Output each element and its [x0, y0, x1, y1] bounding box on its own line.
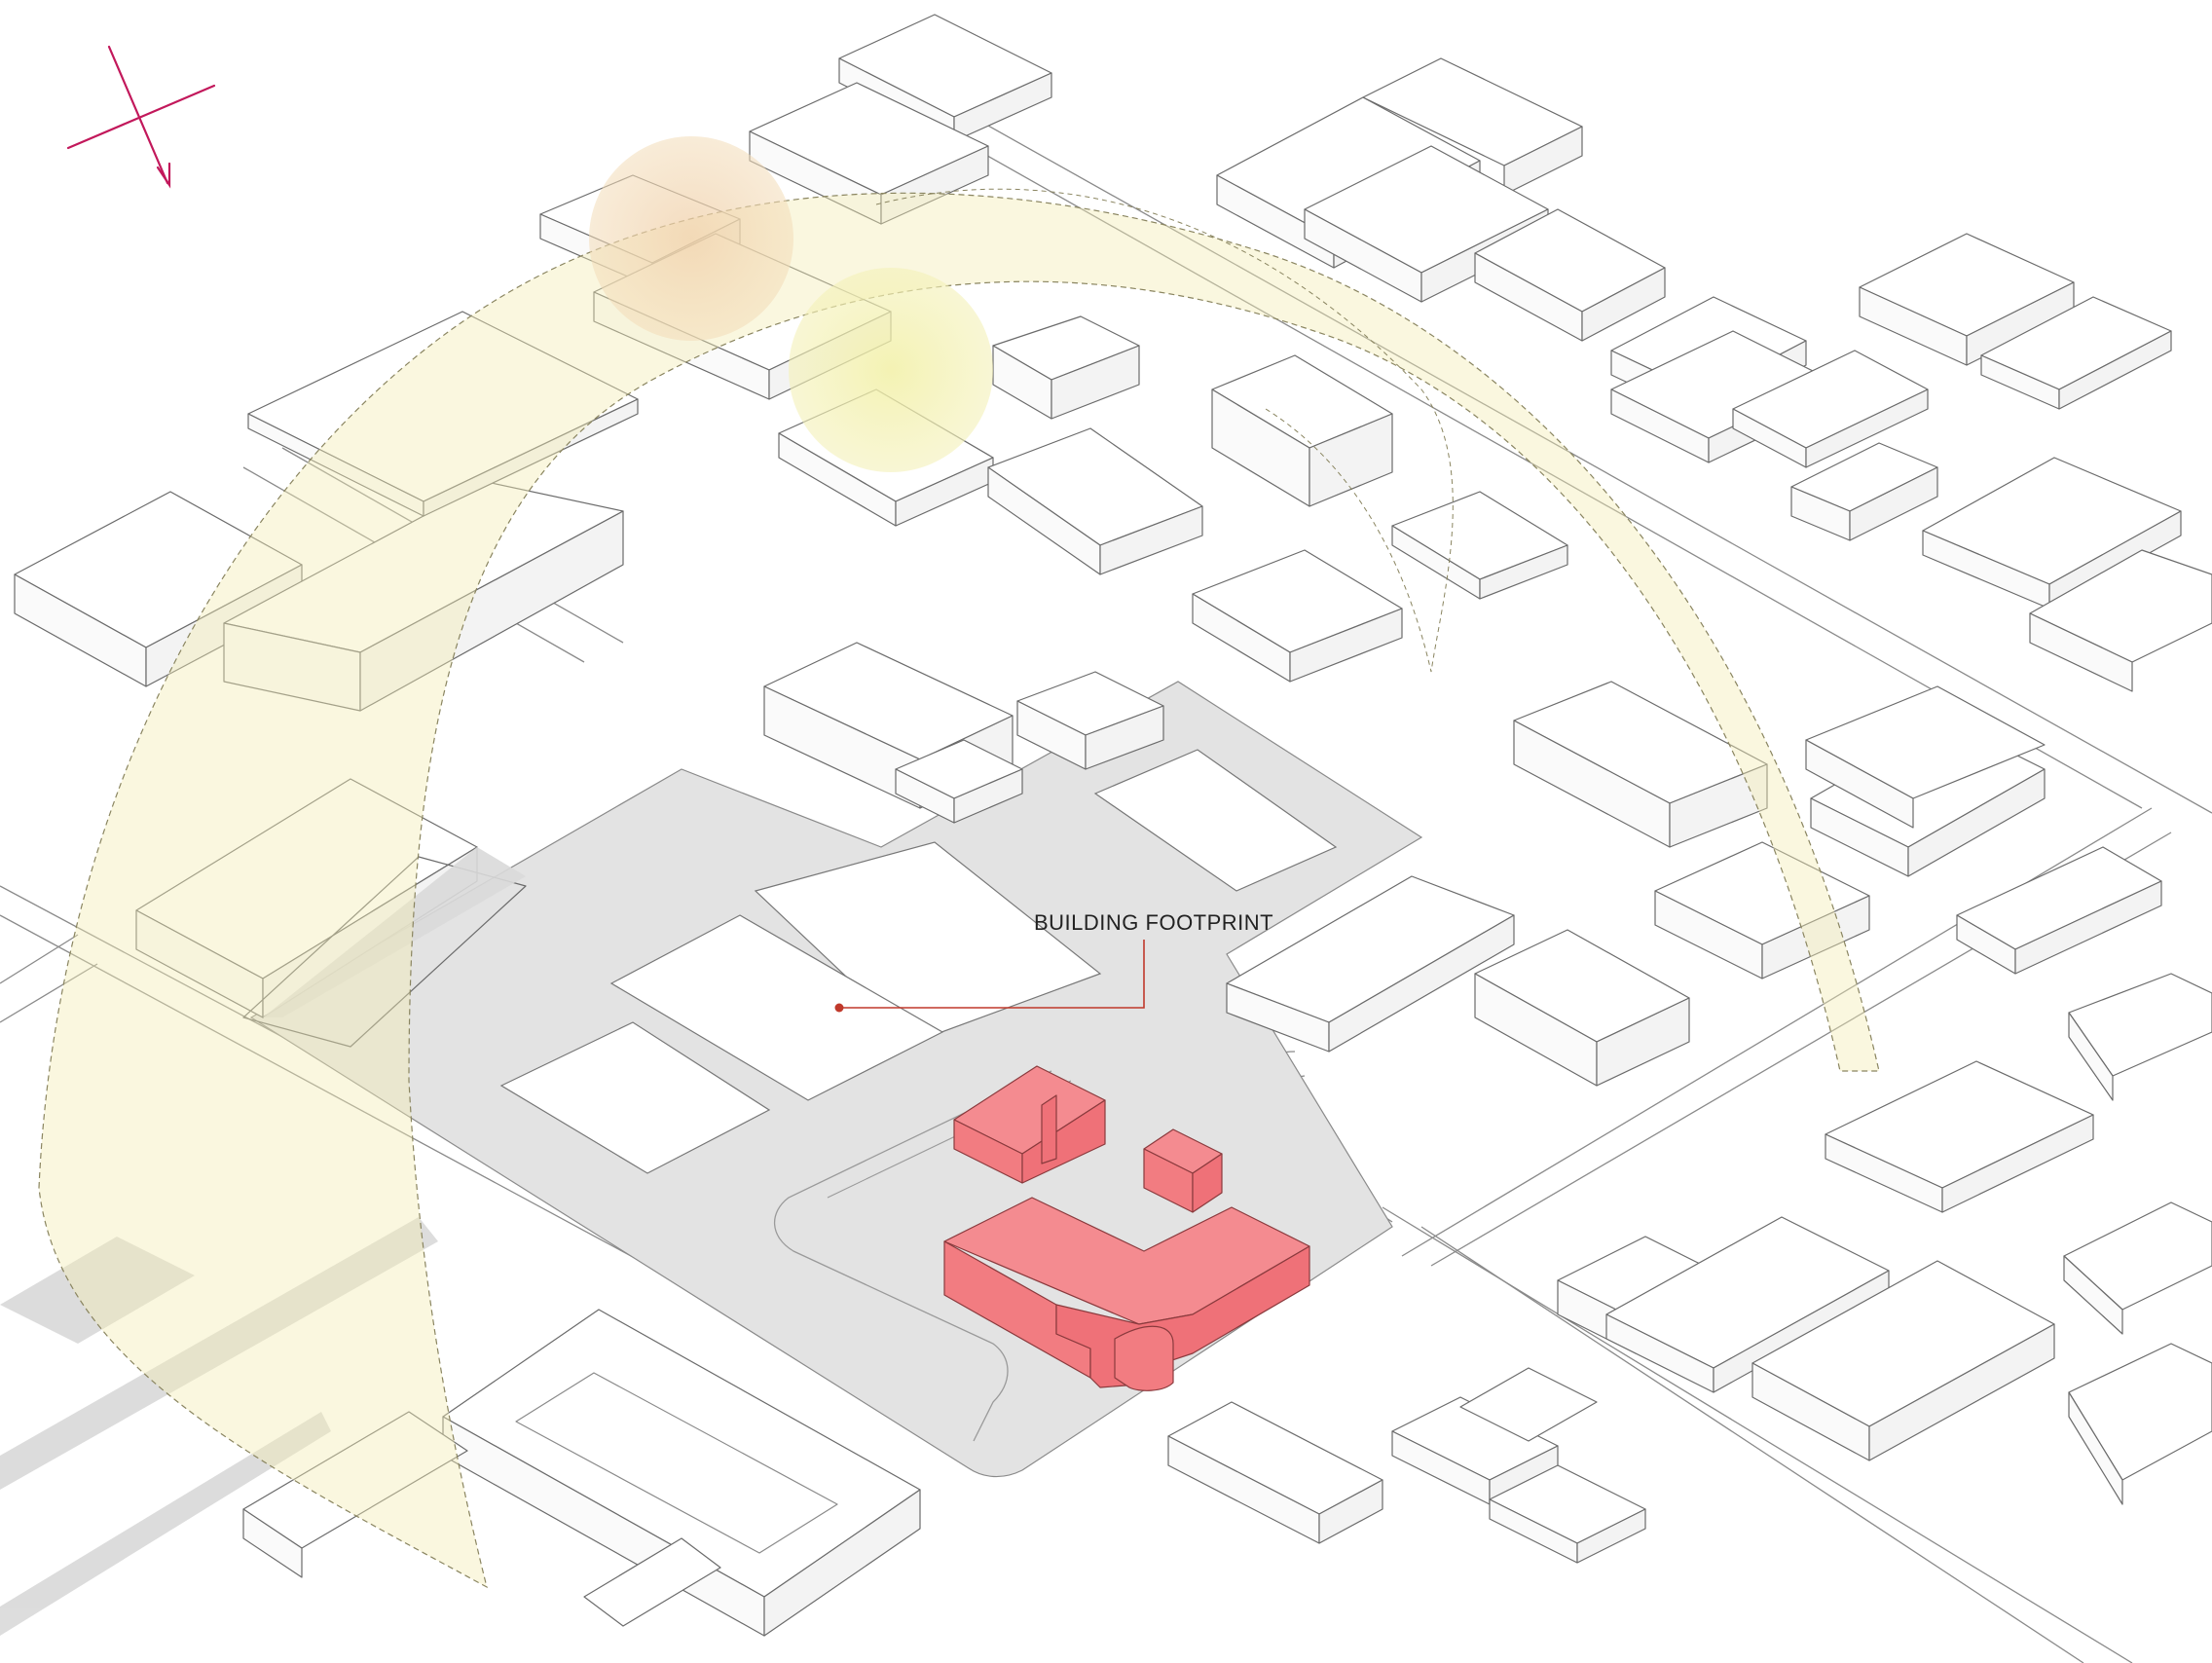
context-building [987, 427, 1203, 575]
context-building [583, 1537, 721, 1627]
context-building [1732, 350, 1929, 468]
context-building [1805, 685, 2046, 829]
context-building [1226, 875, 1515, 1053]
callout-label: BUILDING FOOTPRINT [1034, 910, 1273, 935]
context-building [2063, 1201, 2212, 1335]
context-building [2068, 973, 2212, 1101]
sun-position-icon [789, 268, 993, 472]
context-building [992, 315, 1140, 420]
sun-position-icon [589, 136, 793, 341]
context-building [2068, 1343, 2212, 1505]
callout-dot [834, 1003, 844, 1013]
context-building [1391, 491, 1568, 600]
footprint-callout: BUILDING FOOTPRINT [834, 910, 1273, 1013]
context-building [223, 481, 624, 712]
context-building [242, 856, 527, 1048]
footprint-block-3 [943, 1197, 1310, 1391]
sun-positions [589, 136, 993, 472]
context-building [1362, 57, 1583, 196]
callout-leader [839, 940, 1145, 1009]
context-building [1654, 841, 1870, 979]
context-building [1016, 671, 1164, 770]
context-building [1391, 1396, 1559, 1505]
context-building [1459, 1367, 1598, 1442]
context-building [1474, 208, 1666, 342]
footprint-block-2 [1143, 1128, 1223, 1213]
context-building [1211, 354, 1393, 507]
context-building [1825, 1060, 2094, 1213]
context-building [1790, 442, 1938, 541]
context-building [1751, 1260, 2055, 1461]
building-footprint [943, 1065, 1310, 1391]
north-arrow-icon [66, 45, 216, 189]
footprint-block-1 [953, 1065, 1106, 1184]
context-building [2029, 549, 2212, 692]
site-parcels [499, 749, 1338, 1174]
context-building [895, 739, 1023, 824]
context-building [1167, 1401, 1383, 1544]
context-building [1859, 233, 2075, 366]
context-building [1474, 929, 1690, 1087]
context-building [1956, 846, 2162, 975]
context-building [1489, 1464, 1646, 1564]
building-shadows [0, 847, 526, 1636]
context-building [242, 1411, 468, 1578]
context-building [1980, 296, 2172, 410]
context-building [515, 1372, 838, 1554]
context-building [749, 82, 989, 225]
context-building [1513, 681, 1768, 848]
context-building [1192, 549, 1403, 683]
